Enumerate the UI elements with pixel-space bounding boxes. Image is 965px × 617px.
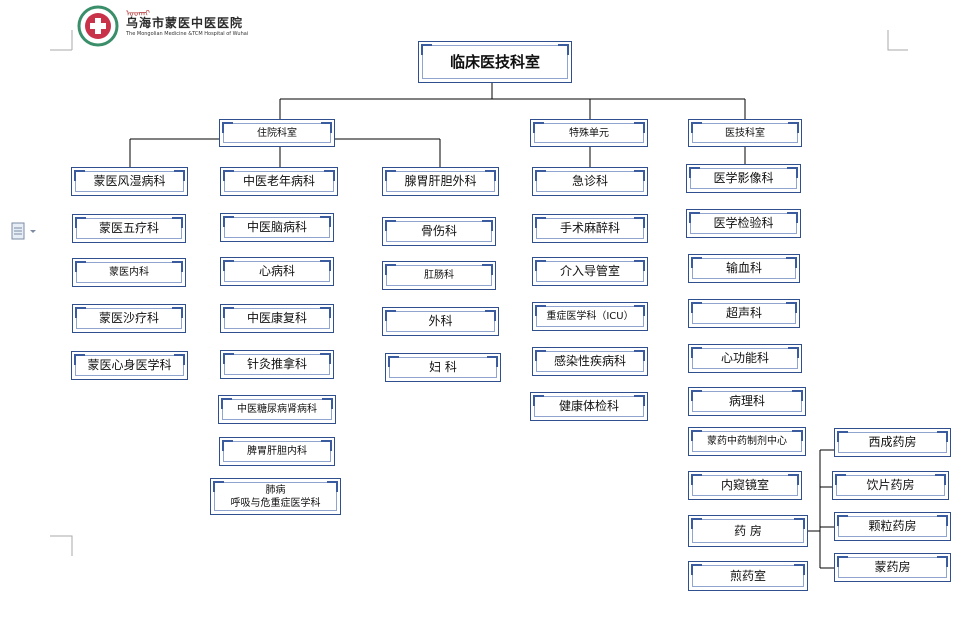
dept-node: 蒙医内科 (72, 258, 186, 287)
dept-node: 中医康复科 (220, 304, 334, 333)
dept-node: 蒙药中药制剂中心 (688, 427, 806, 456)
dept-node: 医学影像科 (686, 164, 801, 193)
dept-node: 蒙医五疗科 (72, 214, 186, 243)
dept-node: 心功能科 (688, 344, 802, 373)
dept-node: 介入导管室 (532, 257, 648, 286)
group-inpatient: 住院科室 (219, 119, 335, 147)
dept-node: 急诊科 (532, 167, 648, 196)
dept-node: 脾胃肝胆内科 (219, 437, 335, 466)
dept-node: 骨伤科 (382, 217, 496, 246)
dept-node: 肛肠科 (382, 261, 496, 290)
dept-node: 病理科 (688, 387, 806, 416)
dept-node: 蒙医沙疗科 (72, 304, 186, 333)
group-special-unit: 特殊单元 (530, 119, 648, 147)
dept-node: 外科 (382, 307, 499, 336)
dept-node: 中医老年病科 (220, 167, 338, 196)
dept-node: 内窥镜室 (688, 471, 802, 500)
pharmacy-sub-node: 颗粒药房 (834, 512, 951, 541)
dept-node: 手术麻醉科 (532, 214, 648, 243)
dept-node: 蒙医心身医学科 (71, 351, 188, 380)
dept-node: 煎药室 (688, 561, 808, 591)
hospital-logo: ᠤᠤᠬᠠᠢ 乌海市蒙医中医医院 The Mongolian Medicine &… (76, 4, 276, 48)
dept-node-pharmacy: 药 房 (688, 515, 808, 547)
dept-node: 医学检验科 (686, 209, 801, 238)
dept-node: 中医糖尿病肾病科 (218, 395, 336, 424)
dept-node: 重症医学科（ICU） (532, 302, 648, 331)
dept-node: 妇 科 (385, 353, 501, 382)
hospital-name-cn: 乌海市蒙医中医医院 (126, 16, 244, 30)
pharmacy-sub-node: 饮片药房 (832, 471, 949, 500)
dept-node: 蒙医风湿病科 (71, 167, 188, 196)
pharmacy-sub-node: 蒙药房 (834, 553, 951, 582)
dept-node: 心病科 (220, 257, 334, 286)
pharmacy-sub-node: 西成药房 (834, 428, 951, 457)
dept-node: 输血科 (688, 254, 800, 283)
root-node: 临床医技科室 (418, 41, 572, 83)
document-icon[interactable] (10, 222, 40, 242)
hospital-name-en: The Mongolian Medicine &TCM Hospital of … (126, 31, 249, 37)
group-medical-tech: 医技科室 (688, 119, 802, 147)
dept-node: 针灸推拿科 (220, 350, 334, 379)
dept-node: 感染性疾病科 (532, 347, 648, 376)
mongolian-script-decoration: ᠤᠤᠬᠠᠢ (126, 9, 150, 18)
dept-node: 健康体检科 (530, 392, 648, 421)
hospital-cross-emblem-icon (77, 5, 119, 47)
dept-node: 腺胃肝胆外科 (382, 167, 499, 196)
dept-node: 超声科 (688, 299, 800, 328)
dept-node: 肺病 呼吸与危重症医学科 (210, 478, 341, 515)
dept-node: 中医脑病科 (220, 213, 334, 242)
